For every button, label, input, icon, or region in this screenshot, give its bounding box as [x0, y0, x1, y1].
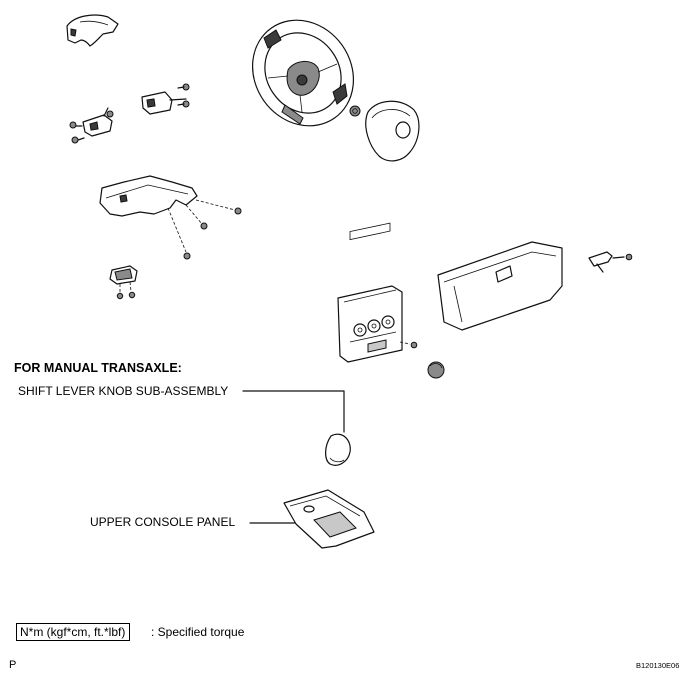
- steering-column-lower-cover: [99, 175, 242, 260]
- manual-transaxle-heading: FOR MANUAL TRANSAXLE:: [14, 361, 182, 375]
- upper-console-panel-label: UPPER CONSOLE PANEL: [90, 515, 236, 529]
- torque-legend-box: N*m (kgf*cm, ft.*lbf): [16, 623, 131, 641]
- steering-wheel: [251, 19, 355, 127]
- steering-wheel-nut: [349, 105, 361, 117]
- shift-lever-knob-label: SHIFT LEVER KNOB SUB-ASSEMBLY: [18, 384, 229, 398]
- figure-code: B120130E06: [636, 661, 680, 670]
- shift-lever-knob: [325, 433, 351, 466]
- upper-console-panel: [283, 489, 375, 549]
- combination-switches: [69, 83, 190, 144]
- torque-legend-description: : Specified torque: [151, 625, 245, 639]
- horn-button-assembly: [365, 100, 420, 162]
- center-cluster-finish-panel: [337, 222, 418, 363]
- round-knob: [427, 361, 445, 379]
- switch-bezel: [109, 265, 138, 300]
- steering-column-upper-cover: [66, 14, 119, 47]
- glove-door-stopper: [588, 251, 633, 273]
- page-letter: P: [9, 659, 17, 671]
- glove-compartment-door: [437, 241, 563, 331]
- shift-knob-leader-line: [242, 390, 345, 433]
